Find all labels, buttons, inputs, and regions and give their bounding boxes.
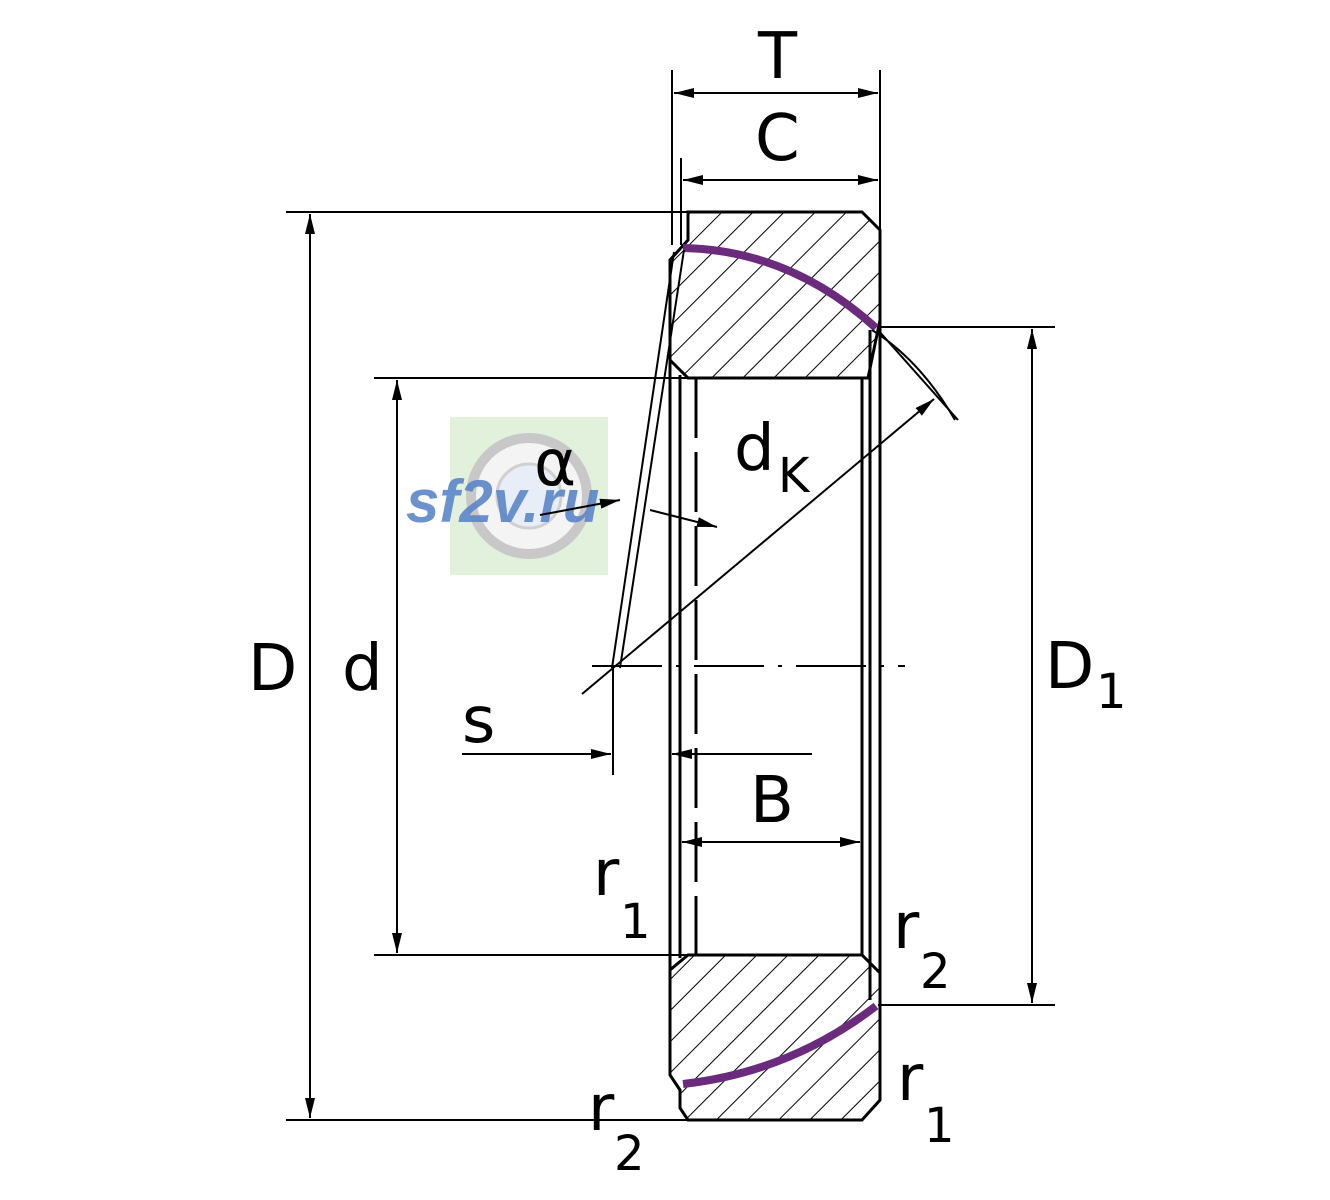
label-r1-bottom-sub: 1: [924, 1098, 955, 1154]
watermark: sf2v.ru: [406, 417, 608, 575]
extension-lines: [286, 70, 1055, 1121]
label-r1-bottom: r: [897, 1042, 924, 1116]
label-r1-inner-sub: 1: [620, 894, 651, 950]
label-s: s: [462, 684, 495, 758]
sliding-surface-bottom: [682, 1002, 879, 1088]
label-r2-bottom-sub: 2: [614, 1126, 645, 1182]
label-C: C: [755, 102, 800, 176]
label-dK: d: [734, 412, 775, 486]
label-dK-sub: K: [778, 448, 811, 504]
labels: T C D d d K D 1 α s B r 1 r 2 r 2 r 1: [248, 20, 1127, 1182]
label-r2-bottom: r: [588, 1072, 615, 1146]
label-T: T: [757, 20, 798, 94]
outer-ring-bottom: [668, 953, 882, 1122]
dim-alpha-2: [649, 509, 718, 528]
label-alpha: α: [534, 427, 576, 501]
outer-ring-top-section: [668, 210, 882, 380]
label-D1-sub: 1: [1096, 664, 1127, 720]
label-d: d: [342, 632, 383, 706]
label-D1: D: [1045, 630, 1094, 704]
outer-ring-top: [668, 210, 882, 380]
watermark-text: sf2v.ru: [406, 468, 599, 535]
label-D: D: [248, 632, 297, 706]
label-r2-right-sub: 2: [920, 944, 951, 1000]
sliding-surface-top: [682, 244, 879, 331]
dim-dK-arc: [871, 329, 956, 421]
dimension-lines: [305, 88, 1037, 1118]
dim-dK: [581, 398, 935, 695]
label-r2-right: r: [893, 890, 920, 964]
label-r1-inner: r: [593, 837, 620, 911]
outer-ring-bottom-section: [668, 953, 882, 1122]
label-B: B: [750, 764, 794, 838]
dim-alpha: [539, 498, 621, 516]
